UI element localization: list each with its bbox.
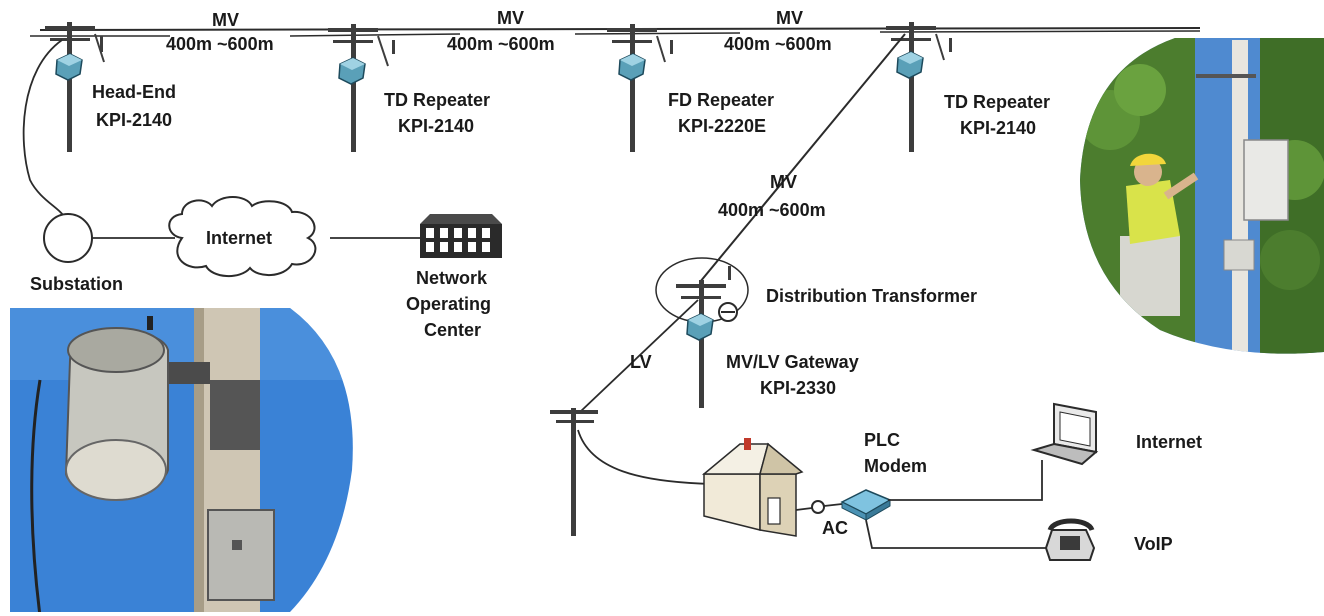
gateway-device-icon: [687, 314, 713, 340]
internet-cloud-label: Internet: [206, 228, 272, 249]
segment-4-mv-label: MV: [770, 172, 797, 193]
mv-branch-line: [700, 34, 905, 282]
segment-2-mv-label: MV: [497, 8, 524, 29]
pole-td-repeater-2: [886, 22, 952, 152]
td-repeater-2-device-icon: [897, 52, 923, 78]
td-repeater-1-title: TD Repeater: [384, 90, 490, 111]
voip-label: VoIP: [1134, 534, 1173, 555]
segment-3-mv-label: MV: [776, 8, 803, 29]
lv-pole: [550, 408, 598, 536]
segment-4-distance-label: 400m ~600m: [718, 200, 826, 221]
head-end-device-icon: [56, 54, 82, 80]
plc-modem-label-line1: PLC: [864, 430, 900, 451]
pole-fd-repeater: [607, 24, 673, 152]
td-repeater-2-title: TD Repeater: [944, 92, 1050, 113]
plug-to-modem-link: [824, 504, 842, 506]
voip-phone-icon: [1046, 521, 1094, 560]
substation-circle: [44, 214, 92, 262]
transformer-coil-icon: [719, 303, 737, 321]
ac-outlet-icon: [812, 501, 824, 513]
fd-repeater-title: FD Repeater: [668, 90, 774, 111]
ac-label: AC: [822, 518, 848, 539]
laptop-internet-label: Internet: [1136, 432, 1202, 453]
distribution-transformer-label: Distribution Transformer: [766, 286, 977, 307]
segment-2-distance-label: 400m ~600m: [447, 34, 555, 55]
td-repeater-1-device-icon: [339, 58, 365, 84]
pole-transformer-photo: [0, 300, 370, 616]
modem-to-phone-link: [866, 520, 1046, 548]
plc-modem-label-line2: Modem: [864, 456, 927, 477]
house-icon: [704, 438, 802, 536]
lv-service-drop: [578, 430, 712, 484]
plc-modem-icon: [842, 490, 890, 520]
laptop-icon: [1034, 404, 1096, 464]
lv-label: LV: [630, 352, 652, 373]
head-end-title: Head-End: [92, 82, 176, 103]
noc-label-line1: Network: [416, 268, 487, 289]
gateway-model: KPI-2330: [760, 378, 836, 399]
noc-label-line2: Operating: [406, 294, 491, 315]
gateway-title: MV/LV Gateway: [726, 352, 859, 373]
lineman-photo: [1075, 30, 1324, 360]
house-to-plug-link: [796, 508, 812, 510]
pole-td-repeater-1: [328, 24, 395, 152]
segment-1-distance-label: 400m ~600m: [166, 34, 274, 55]
fd-repeater-model: KPI-2220E: [678, 116, 766, 137]
network-operating-center-icon: [420, 214, 502, 258]
head-end-model: KPI-2140: [96, 110, 172, 131]
td-repeater-2-model: KPI-2140: [960, 118, 1036, 139]
fd-repeater-device-icon: [619, 54, 645, 80]
noc-label-line3: Center: [424, 320, 481, 341]
segment-1-mv-label: MV: [212, 10, 239, 31]
td-repeater-1-model: KPI-2140: [398, 116, 474, 137]
substation-label: Substation: [30, 274, 123, 295]
segment-3-distance-label: 400m ~600m: [724, 34, 832, 55]
